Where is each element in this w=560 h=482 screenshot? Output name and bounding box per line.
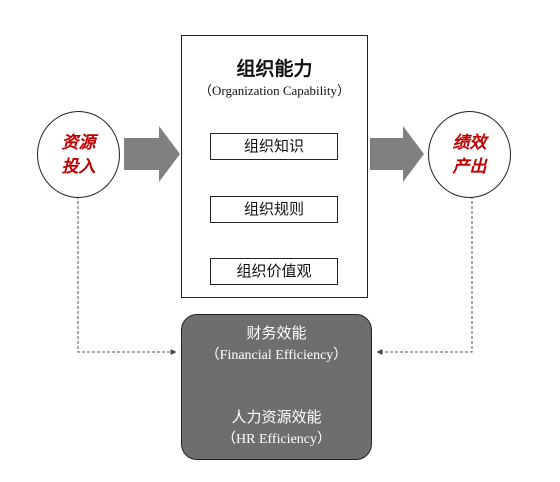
performance-output-line2: 产出 <box>452 156 487 177</box>
organization-capability-box <box>181 35 368 298</box>
layer-knowledge: 组织知识 <box>210 133 338 160</box>
resource-input-ellipse: 资源 投入 <box>37 111 120 198</box>
output-block-arrow <box>370 126 424 182</box>
efficiency-box <box>181 314 372 460</box>
performance-output-line1: 绩效 <box>452 132 487 153</box>
financial-efficiency-en: （Financial Efficiency） <box>205 348 348 363</box>
capability-title-en: （Organization Capability） <box>198 83 351 98</box>
resource-input-line2: 投入 <box>61 156 96 177</box>
input-dashed-connector <box>77 196 177 355</box>
hr-efficiency-cn: 人力资源效能 <box>231 408 322 426</box>
layer-values: 组织价值观 <box>210 258 338 285</box>
capability-title-cn: 组织能力 <box>236 58 313 80</box>
performance-output-ellipse: 绩效 产出 <box>428 111 511 198</box>
output-dashed-connector <box>376 196 473 355</box>
input-block-arrow <box>124 126 180 182</box>
hr-efficiency-en: （HR Efficiency） <box>222 432 331 447</box>
financial-efficiency-cn: 财务效能 <box>246 324 307 342</box>
resource-input-line1: 资源 <box>61 132 96 153</box>
layer-rules: 组织规则 <box>210 196 338 223</box>
